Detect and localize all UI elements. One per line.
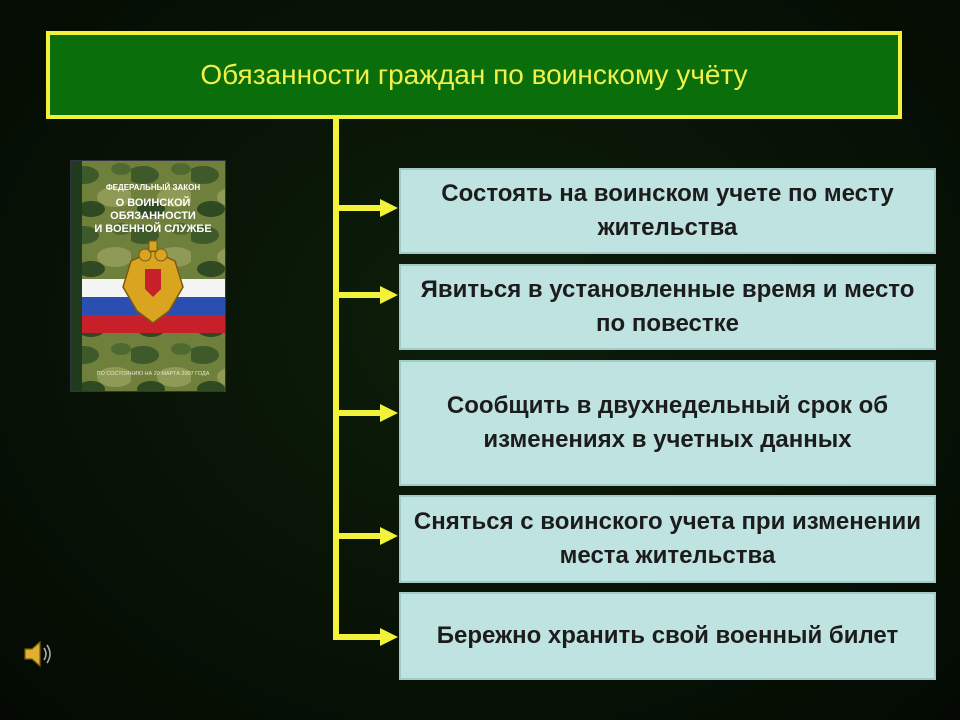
- arrow-1: [380, 199, 398, 217]
- arrow-3: [380, 404, 398, 422]
- duty-item-5: Бережно хранить свой военный билет: [399, 592, 936, 680]
- page-title: Обязанности граждан по воинскому учёту: [200, 59, 748, 90]
- arrow-4: [380, 527, 398, 545]
- duty-item-2: Явиться в установленные время и место по…: [399, 264, 936, 350]
- book-title-line-3: И ВОЕННОЙ СЛУЖБЕ: [94, 223, 212, 235]
- arrow-5: [380, 628, 398, 646]
- duty-item-4: Сняться с воинского учета при изменении …: [399, 495, 936, 583]
- book-footer: ПО СОСТОЯНИЮ НА 20 МАРТА 2007 ГОДА: [96, 371, 210, 377]
- book-header: ФЕДЕРАЛЬНЫЙ ЗАКОН: [105, 183, 201, 192]
- book-title-line-1: О ВОИНСКОЙ: [115, 197, 191, 209]
- eagle-emblem-icon: [122, 240, 184, 324]
- book-title-line-2: ОБЯЗАННОСТИ: [110, 210, 196, 222]
- speaker-icon[interactable]: [22, 639, 56, 674]
- duty-item-1: Состоять на воинском учете по месту жите…: [399, 168, 936, 254]
- book-title: О ВОИНСКОЙ ОБЯЗАННОСТИ И ВОЕННОЙ СЛУЖБЕ: [83, 197, 223, 236]
- duty-item-3: Сообщить в двухнедельный срок об изменен…: [399, 360, 936, 486]
- law-book-cover: ФЕДЕРАЛЬНЫЙ ЗАКОН О ВОИНСКОЙ ОБЯЗАННОСТИ…: [70, 160, 226, 392]
- arrow-2: [380, 286, 398, 304]
- title-box: Обязанности граждан по воинскому учёту: [46, 31, 902, 119]
